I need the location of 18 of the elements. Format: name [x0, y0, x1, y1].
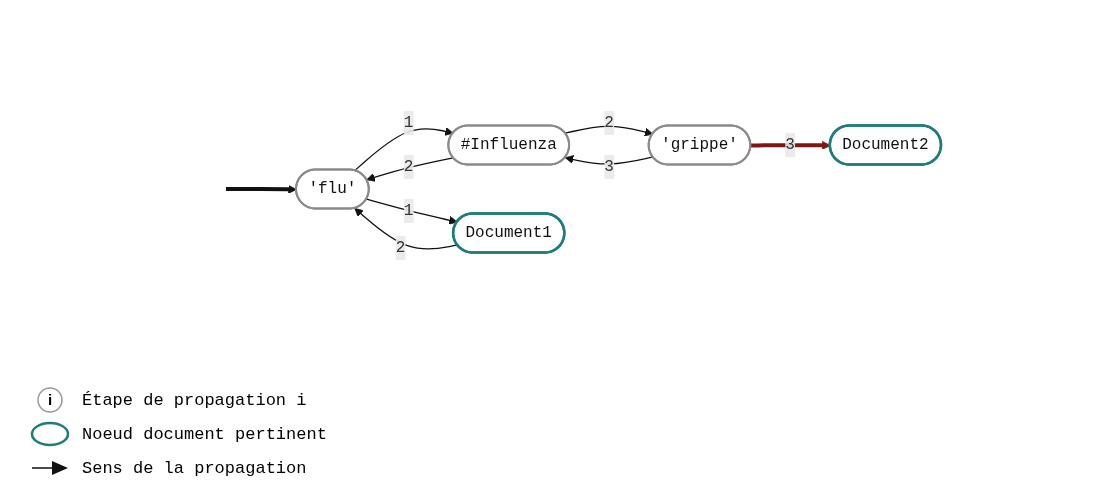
legend-text: Noeud document pertinent [82, 424, 327, 444]
edge-label: 1 [403, 113, 414, 132]
sample-step-number: i [47, 391, 53, 408]
arrow [366, 156, 454, 182]
arrow [564, 125, 654, 136]
legend-text: Sens de la propagation [82, 458, 307, 478]
edge-label: 2 [604, 113, 614, 132]
arrow [226, 184, 297, 194]
arrow [366, 198, 458, 225]
edge-label: 2 [403, 157, 414, 176]
arrow [354, 207, 458, 250]
edge-label: 3 [604, 157, 614, 176]
legend-text: Étape de propagation i [82, 390, 307, 410]
arrow [564, 154, 654, 165]
arrow [354, 126, 454, 171]
edge-label: 1 [403, 201, 414, 220]
edge-label: 2 [395, 238, 406, 257]
edge-label: 3 [785, 135, 795, 154]
